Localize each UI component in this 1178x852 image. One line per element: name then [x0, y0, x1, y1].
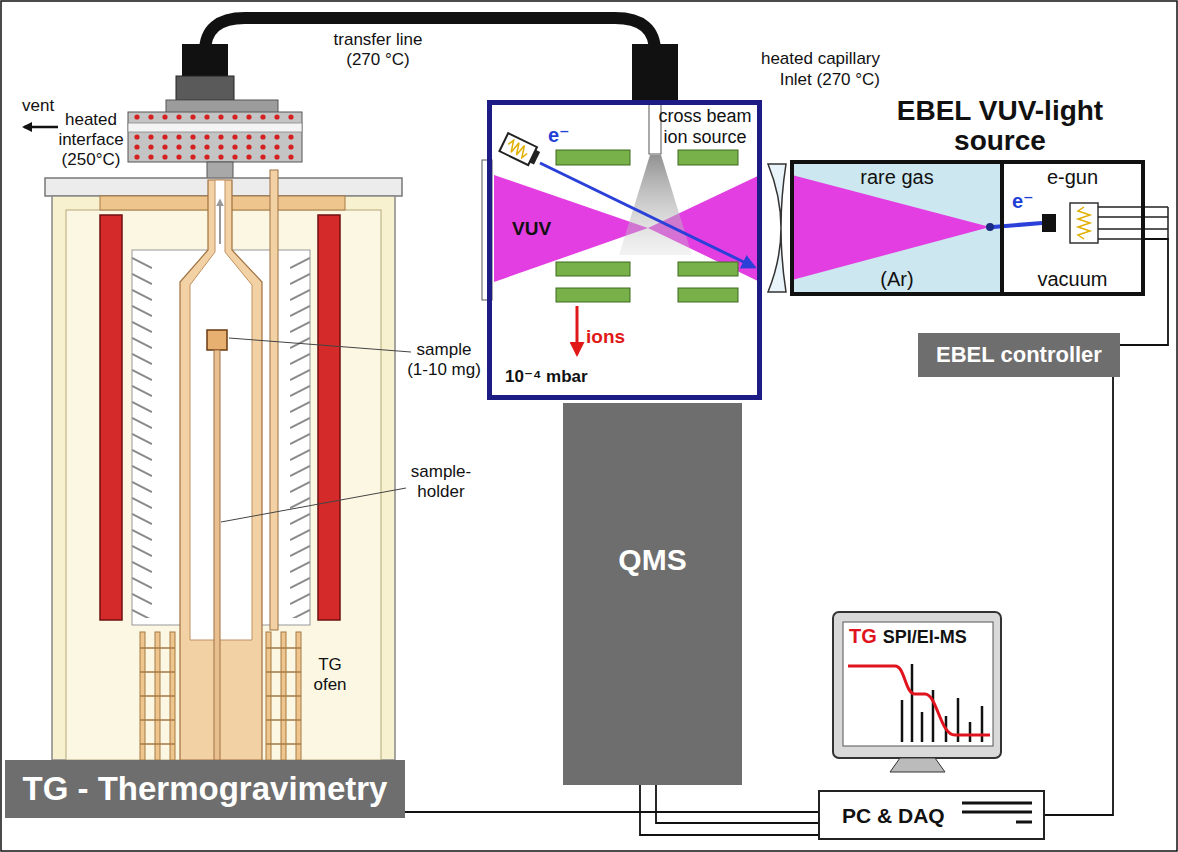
ion-source-parts	[556, 288, 630, 302]
ion-source-parts	[499, 133, 541, 167]
vuv-source-parts	[1070, 203, 1098, 243]
ion-source-parts	[530, 150, 541, 165]
tg-furnace	[207, 330, 227, 350]
monitor-drawing	[890, 758, 945, 772]
tg-furnace	[219, 200, 221, 244]
ion-source-parts	[678, 288, 738, 302]
gas-symbol: (Ar)	[880, 268, 913, 290]
ion-source-parts	[678, 262, 738, 276]
tg-furnace	[132, 256, 152, 618]
vuv-source-parts	[1078, 207, 1090, 239]
monitor-drawing	[833, 612, 1001, 758]
vent-label: vent	[22, 96, 54, 116]
vuv-source-parts	[1042, 214, 1056, 232]
radiation-label: VUV	[512, 218, 551, 240]
ion-source-parts	[506, 139, 530, 159]
instrument-bar: TG - Thermogravimetry	[5, 760, 405, 818]
monitor-screen: TG SPI/EI-MS	[843, 622, 993, 746]
heated-interface	[130, 133, 300, 162]
wire-connector	[1045, 377, 1113, 815]
ion-source-parts	[576, 306, 579, 354]
heated-interface	[128, 112, 302, 162]
holder-label: sample-holder	[405, 462, 477, 502]
vacuum-name: vacuum	[1037, 268, 1107, 290]
ion-source-parts	[619, 155, 692, 255]
inlet-label: heated capillary Inlet (270 °C)	[755, 48, 880, 90]
tg-furnace	[266, 648, 301, 744]
monitor-drawing	[848, 666, 990, 735]
gas-name: rare gas	[860, 166, 933, 188]
ion-source-parts	[494, 175, 648, 282]
gas-cell: rare gas (Ar)	[794, 164, 1000, 292]
tg-furnace	[270, 170, 278, 630]
ion-source-chamber: cross beam ion source 10⁻⁴ mbar	[487, 100, 762, 400]
tg-furnace	[190, 180, 252, 640]
vuv-source-parts	[986, 223, 994, 231]
wire-connector	[405, 811, 818, 813]
leader-line	[221, 488, 406, 522]
tg-furnace	[45, 170, 402, 760]
heated-interface	[176, 76, 234, 100]
electron-label: e⁻	[548, 124, 570, 146]
transfer-line-cable	[205, 18, 655, 70]
bar-title: TG - Thermogravimetry	[23, 770, 388, 808]
tg-furnace	[140, 648, 175, 744]
ion-source-parts	[556, 150, 630, 165]
ion-source-parts	[540, 163, 754, 267]
monitor-drawing	[843, 622, 993, 746]
monitor-drawing	[833, 612, 1001, 772]
cable-label: transfer line (270 °C)	[323, 30, 433, 70]
leader-line	[229, 338, 411, 352]
device-name: EBEL controller	[936, 342, 1102, 368]
drive-symbol	[962, 803, 1032, 822]
ion-source-parts	[632, 44, 678, 100]
controller-box: EBEL controller	[918, 333, 1120, 377]
furnace-label: TG ofen	[305, 655, 355, 695]
heated-interface	[24, 44, 302, 180]
vuv-source-parts	[792, 164, 1168, 292]
tg-furnace	[180, 180, 262, 760]
chamber-name: cross beam ion source	[655, 106, 755, 148]
tg-furnace	[318, 215, 340, 620]
leader-line	[221, 338, 411, 522]
device-name: PC & DAQ	[842, 803, 945, 828]
interface-label: heated interface (250°C)	[56, 110, 126, 170]
mass-spectrometer: QMS	[563, 403, 742, 785]
computer-box: PC & DAQ	[818, 790, 1045, 840]
curve-key: TG	[849, 625, 877, 648]
drive-symbol	[962, 803, 1032, 822]
gun-chamber: e-gun vacuum	[1000, 164, 1141, 292]
pressure-value: 10⁻⁴ mbar	[505, 367, 588, 387]
vuv-source-parts	[1098, 207, 1168, 239]
heated-interface	[130, 113, 300, 123]
vuv-source-parts	[792, 175, 990, 280]
heated-interface	[182, 44, 228, 76]
monitor-drawing	[902, 664, 982, 742]
ion-source-parts	[768, 164, 786, 292]
ion-source-parts	[482, 44, 786, 354]
heated-interface	[24, 126, 58, 129]
ion-source-parts	[556, 262, 630, 276]
gun-name: e-gun	[1047, 166, 1098, 188]
source-heading: EBEL VUV-light source	[860, 96, 1140, 156]
electron-label: e⁻	[1012, 190, 1034, 212]
ion-beam-label: ions	[586, 326, 625, 348]
heated-interface	[128, 123, 302, 132]
wire-connector	[640, 785, 818, 835]
tg-furnace	[214, 350, 220, 760]
tg-furnace	[290, 256, 310, 618]
tg-furnace	[100, 215, 122, 620]
spectrum-key: SPI/EI-MS	[883, 626, 967, 649]
sample-label: sample (1-10 mg)	[405, 340, 483, 380]
transfer-line-cable	[205, 18, 655, 70]
vuv-light-source: EBEL VUV-light sourcerare gas(Ar)e-gunva…	[790, 160, 1145, 296]
ion-source-parts	[678, 150, 738, 165]
device-name: QMS	[618, 543, 686, 577]
